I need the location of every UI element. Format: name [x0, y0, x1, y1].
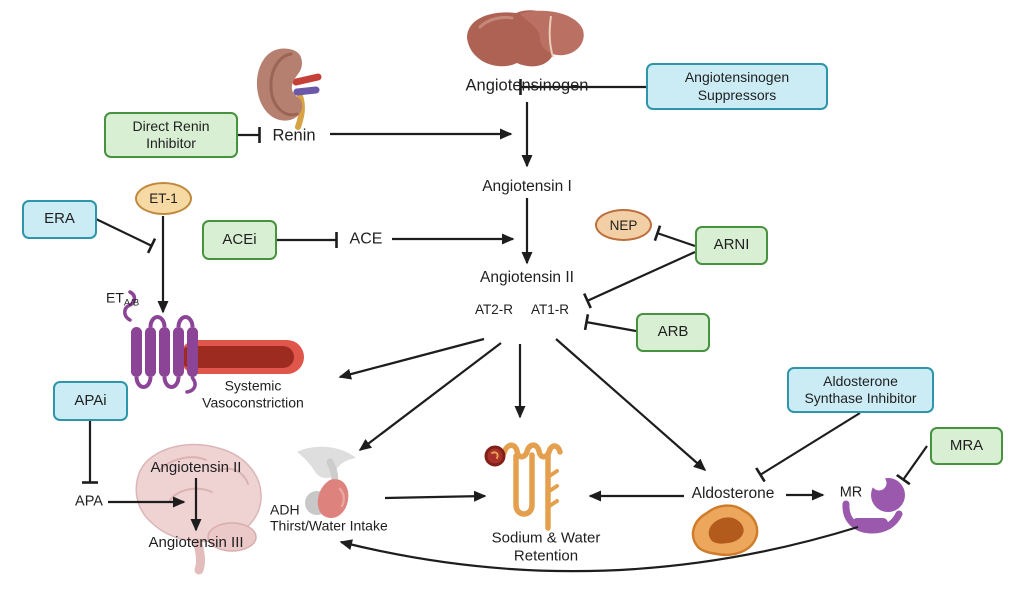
inhibit-asi-aldosterone — [755, 412, 861, 483]
liver-icon — [467, 10, 584, 67]
box-mra: MRA — [930, 427, 1003, 465]
inhibit-mra-mr — [896, 445, 928, 486]
box-arni: ARNI — [695, 226, 768, 265]
kidney-icon — [256, 48, 322, 130]
box-direct-renin-inhibitor: Direct Renin Inhibitor — [104, 112, 238, 158]
brain-icon — [135, 443, 262, 575]
box-arb: ARB — [636, 313, 710, 352]
et1-label: ET-1 — [149, 191, 178, 206]
arrow-at-receptors-to-aldosterone — [555, 338, 707, 471]
thirst-water-intake-label: Thirst/Water Intake — [270, 517, 388, 534]
sodium-water-retention-label: Sodium & Water Retention — [491, 529, 601, 564]
at1-receptor-label: AT1-R — [530, 302, 570, 318]
box-acei: ACEi — [202, 220, 277, 260]
box-label: ERA — [44, 210, 75, 228]
mr-label: MR — [839, 484, 863, 501]
box-label: Aldosterone Synthase Inhibitor — [804, 372, 917, 407]
box-label: ACEi — [222, 230, 257, 248]
arrow-at-receptors-to-vasoconstriction — [338, 337, 485, 380]
nep-node: NEP — [595, 209, 652, 241]
systemic-vasoconstriction-label: Systemic Vasoconstriction — [202, 377, 304, 410]
angiotensinogen-label: Angiotensinogen — [465, 76, 589, 95]
et-receptor-base: ET — [106, 289, 124, 306]
arrow-adh-to-sodium-retention — [384, 490, 487, 502]
inhibit-arni-at1r — [582, 250, 696, 309]
box-angiotensinogen-suppressors: Angiotensinogen Suppressors — [646, 63, 828, 110]
box-label: ARB — [657, 323, 689, 341]
gpcr-receptor-icon — [123, 290, 198, 394]
box-label: MRA — [949, 436, 984, 454]
apa-label: APA — [75, 493, 103, 510]
ace-label: ACE — [349, 230, 383, 248]
brain-angiotensin-ii-label: Angiotensin II — [150, 459, 242, 477]
brain-angiotensin-iii-label: Angiotensin III — [148, 534, 244, 552]
arrow-at-receptors-to-adh — [358, 342, 502, 451]
arrow-mr-feedback-to-thirst — [339, 525, 859, 573]
pituitary-gland-icon — [297, 446, 356, 519]
arrows-layer — [82, 79, 928, 573]
adh-label: ADH — [270, 501, 300, 518]
et-receptor-subscript: A/B — [123, 297, 140, 309]
aldosterone-label: Aldosterone — [691, 484, 775, 502]
box-label: APAi — [74, 391, 107, 409]
angiotensin-i-label: Angiotensin I — [482, 177, 572, 195]
adrenal-gland-icon — [691, 504, 759, 557]
box-label: Direct Renin Inhibitor — [132, 117, 210, 152]
et1-node: ET-1 — [135, 182, 192, 215]
renin-label: Renin — [272, 126, 316, 145]
box-era: ERA — [22, 200, 97, 239]
box-aldosterone-synthase-inhibitor: Aldosterone Synthase Inhibitor — [787, 367, 934, 413]
inhibit-era-et1-signal — [95, 218, 157, 254]
box-label: ARNI — [713, 236, 750, 254]
angiotensin-ii-label: Angiotensin II — [480, 268, 574, 286]
at2-receptor-label: AT2-R — [474, 302, 514, 318]
et-ab-receptor-label: ETA/B — [106, 289, 139, 308]
inhibit-arni-nep — [653, 225, 696, 248]
nephron-icon — [484, 442, 563, 531]
inhibit-arb-at1r — [583, 313, 637, 333]
nep-label: NEP — [609, 217, 638, 233]
box-apai: APAi — [53, 381, 128, 421]
box-label: Angiotensinogen Suppressors — [684, 69, 790, 103]
mr-receptor-icon — [842, 475, 905, 534]
blood-vessel-icon — [180, 340, 304, 374]
